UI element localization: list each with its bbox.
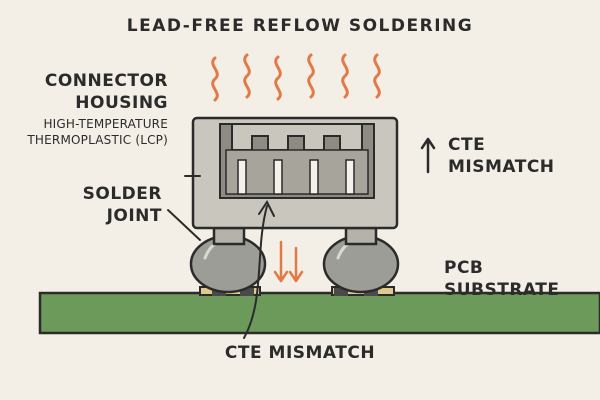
up-arrow-icon — [420, 137, 436, 174]
solder-joint-label-line: JOINT — [106, 206, 162, 226]
leader-lines — [167, 175, 275, 339]
diagram-title: LEAD-FREE REFLOW SOLDERING — [126, 16, 474, 36]
pcb-substrate-label-line: SUBSTRATE — [444, 280, 560, 300]
pcb-substrate-label-line: PCB — [444, 258, 484, 278]
pad-terminal — [334, 288, 348, 296]
contact-pin — [309, 159, 319, 195]
contact-pin — [345, 159, 355, 195]
solder-joint-label: SOLDER JOINT — [83, 183, 162, 227]
heat-waves-icon — [211, 53, 381, 102]
pcb-substrate — [38, 291, 600, 335]
contact-pin — [273, 159, 283, 195]
housing-material-label-line: HIGH-TEMPERATURE — [43, 117, 168, 131]
heat-wave — [243, 53, 251, 99]
heat-wave — [274, 55, 282, 101]
heat-wave — [211, 56, 219, 102]
solder-joints — [189, 234, 400, 294]
heat-wave — [341, 53, 349, 99]
down-arrow-icon — [273, 240, 304, 283]
cte-mismatch-label-line: MISMATCH — [448, 157, 555, 177]
housing-material-label: HIGH-TEMPERATURE THERMOPLASTIC (LCP) — [27, 116, 168, 148]
housing-material-label-line: THERMOPLASTIC (LCP) — [27, 133, 168, 147]
contact-chamber — [225, 149, 369, 195]
cte-mismatch-label-line: CTE — [448, 135, 486, 155]
solder-leader — [167, 209, 201, 241]
cte-mismatch-label-bottom: CTE MISMATCH — [224, 343, 376, 363]
cte-bottom-arrowhead — [258, 200, 275, 217]
solder-joint-label-line: SOLDER — [82, 184, 162, 204]
pad-terminal — [240, 288, 254, 296]
heat-wave — [373, 53, 381, 99]
up-arrow-icon — [420, 137, 436, 174]
connector-housing-label-line: CONNECTOR — [44, 71, 168, 91]
down-arrow-icon — [288, 246, 304, 283]
cte-mismatch-label-right: CTE MISMATCH — [448, 134, 555, 178]
heat-wave — [307, 53, 315, 99]
cte-bottom-leader — [243, 205, 268, 339]
connector-leg-left — [212, 226, 246, 246]
pcb-substrate-label: PCB SUBSTRATE — [444, 257, 559, 301]
connector-leg-right — [344, 226, 378, 246]
contact-pin — [237, 159, 247, 195]
connector-housing-label: CONNECTOR HOUSING — [45, 70, 168, 114]
connector-housing-label-line: HOUSING — [75, 93, 168, 113]
down-arrow-icon — [273, 240, 289, 283]
housing-cavity — [219, 123, 375, 199]
